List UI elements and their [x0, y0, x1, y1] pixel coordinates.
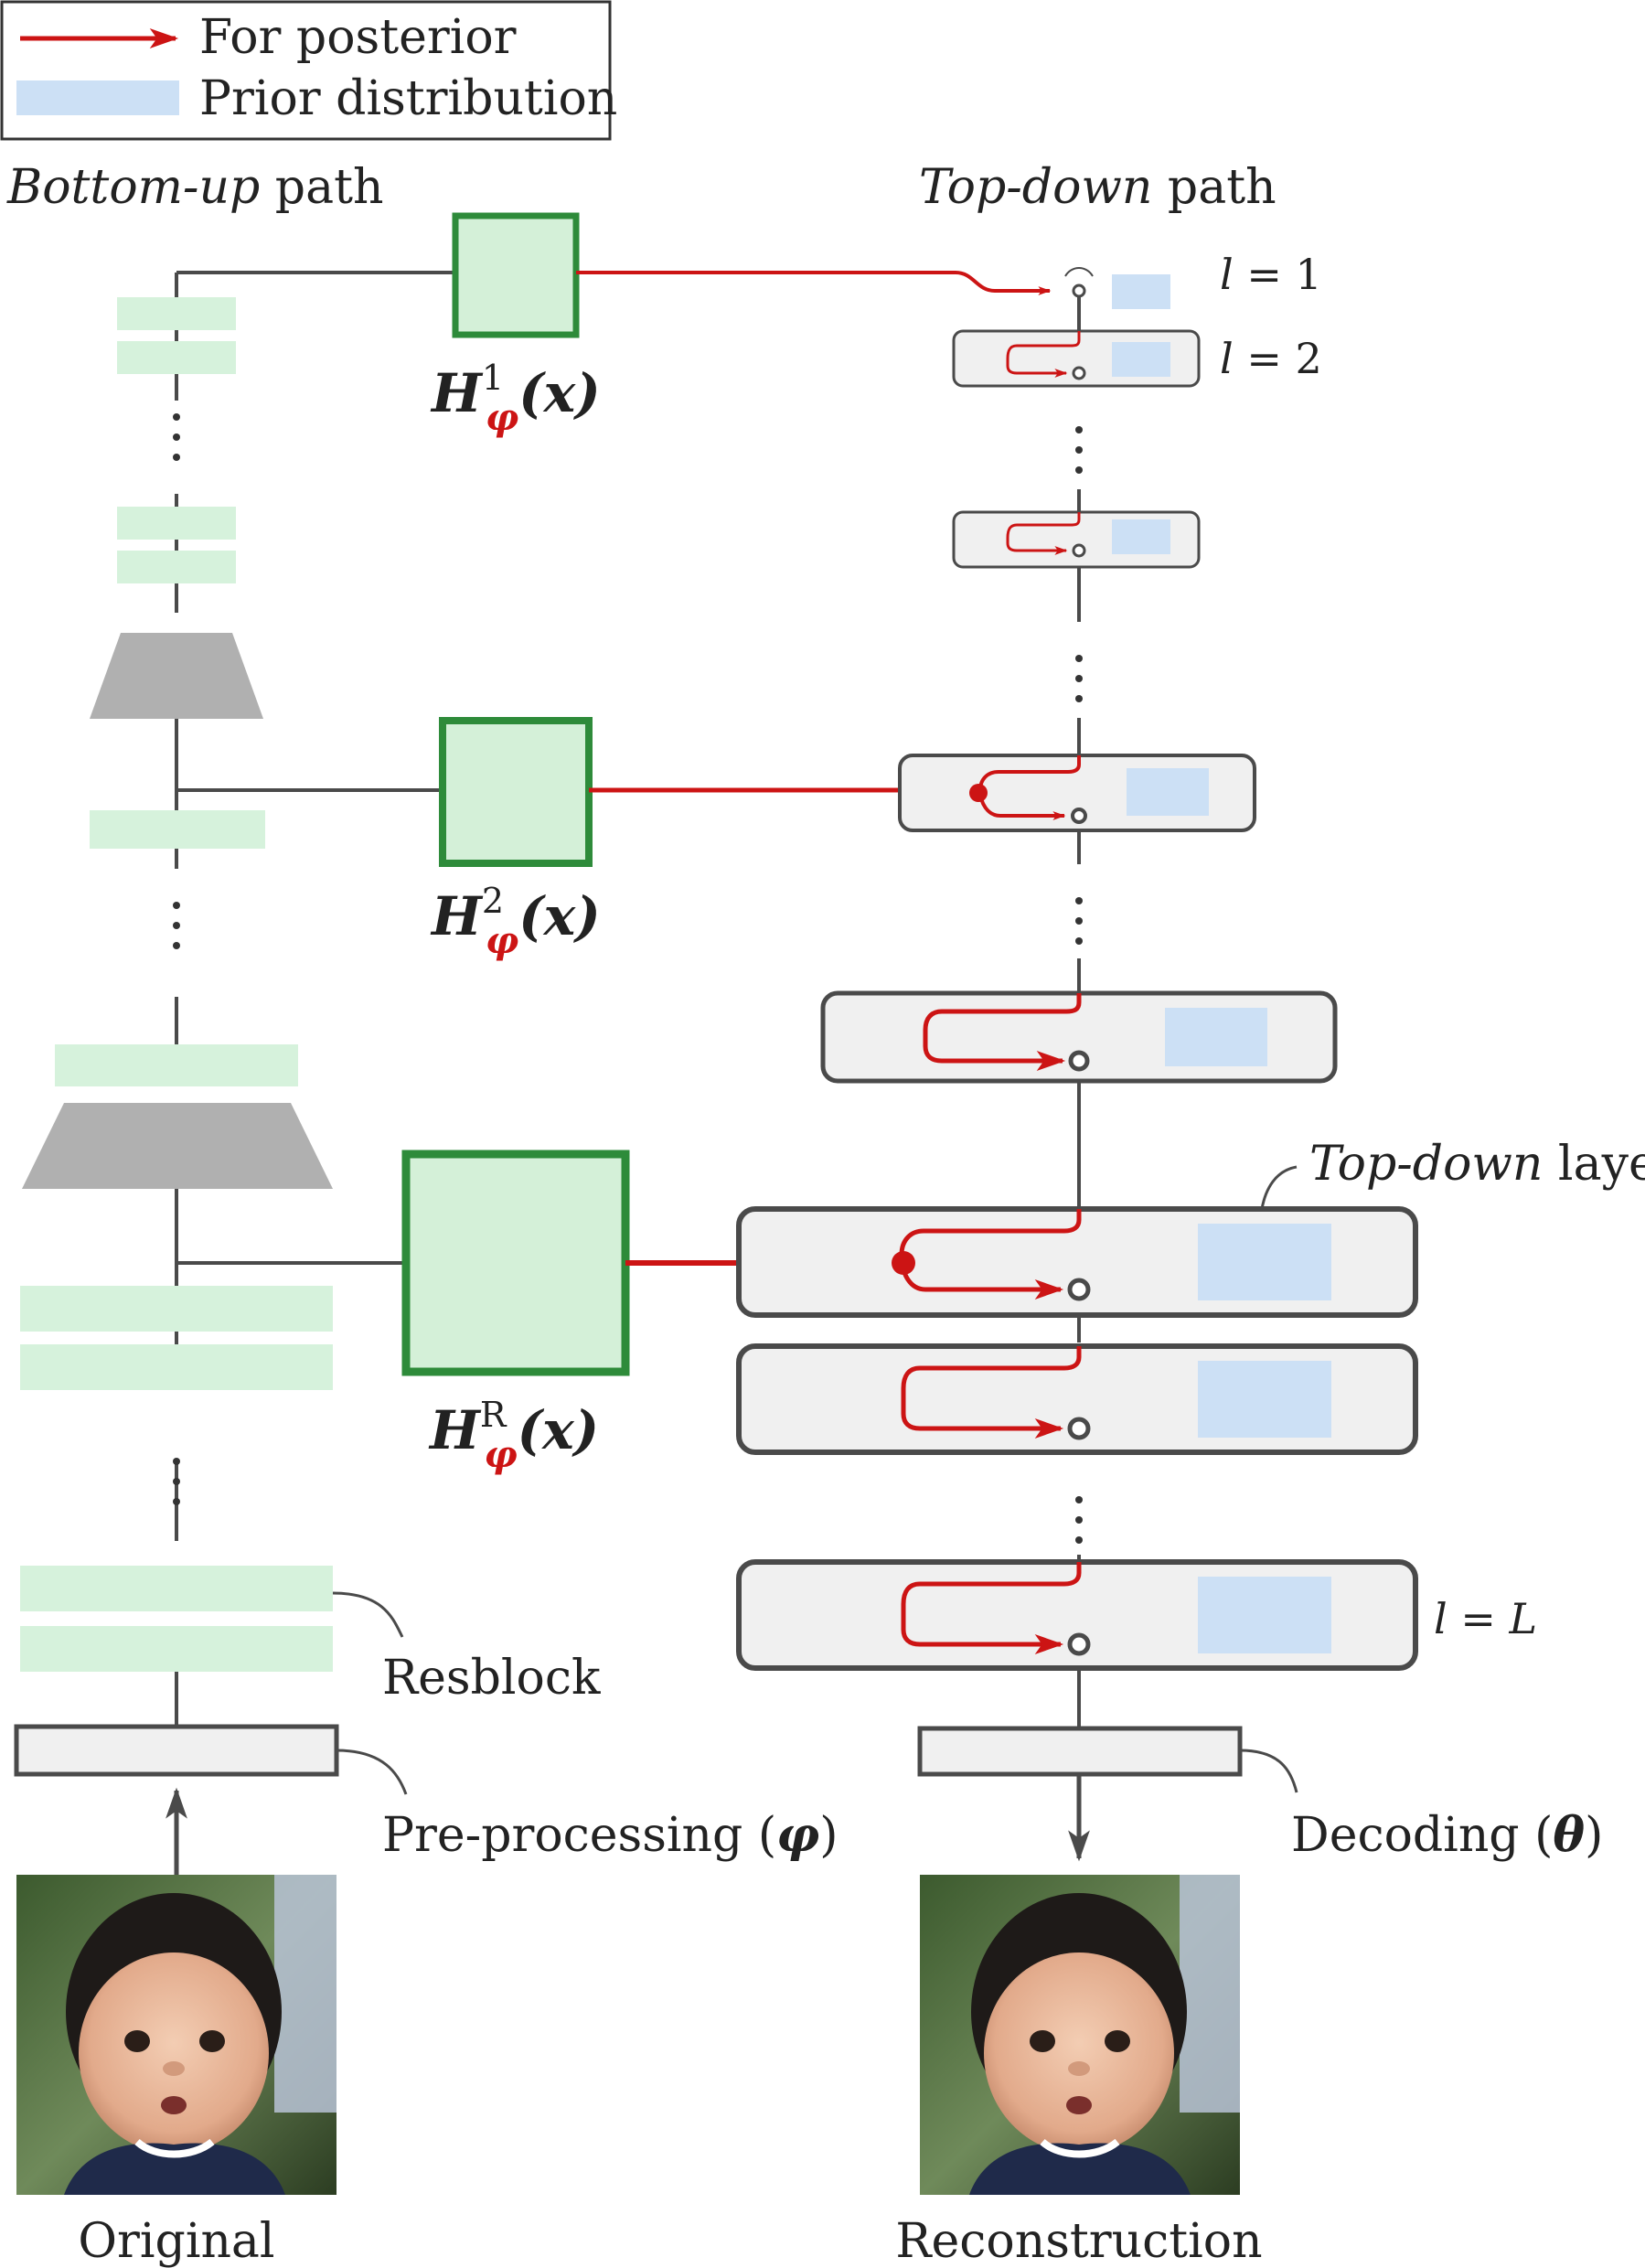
resblock [20, 1566, 333, 1611]
prior-swatch-icon [16, 80, 179, 115]
resblock [117, 297, 236, 330]
preprocessing-block [14, 1724, 339, 1777]
latent-node [1067, 1632, 1091, 1656]
ellipsis-dots [173, 413, 180, 1505]
resblock-label: Resblock [382, 1651, 601, 1706]
prior-block [1165, 1008, 1267, 1066]
resblock [20, 1286, 333, 1332]
merge-node [892, 1251, 915, 1275]
posterior-flow [901, 1346, 1082, 1439]
latent-node [1072, 284, 1086, 298]
latent-node [1067, 1417, 1091, 1440]
resblock [117, 507, 236, 540]
top-down-header: Top-down path [919, 160, 1276, 215]
resblock [20, 1626, 333, 1672]
topdown-layer-leader [1260, 1165, 1298, 1210]
latent-node [1068, 1050, 1090, 1072]
resblocks [20, 297, 333, 1672]
sample-arc-icon [1064, 267, 1094, 277]
prior-block [1127, 768, 1209, 816]
encoder-block-1 [452, 212, 580, 338]
topdown-layer-label: Top-down layer [1309, 1137, 1645, 1192]
layer-label-l2: l = 2 [1220, 334, 1322, 383]
merge-node [969, 784, 988, 802]
ellipsis-dots [1075, 426, 1083, 1544]
preprocessing-label: Pre-processing (φ) [382, 1807, 839, 1863]
resblock [90, 810, 265, 849]
resblock [117, 341, 236, 374]
posterior-flow [923, 993, 1082, 1071]
decoding-label: Decoding (θ) [1291, 1807, 1603, 1863]
reconstruction-caption: Reconstruction [895, 2214, 1262, 2268]
posterior-flow [1006, 512, 1081, 555]
legend: For posterior Prior distribution [0, 0, 617, 141]
layer-label-lL: l = L [1434, 1594, 1537, 1643]
encoder-block-r [401, 1150, 630, 1376]
resblock [20, 1344, 333, 1390]
downsample-trapezoid [22, 1103, 333, 1189]
latent-node [1067, 1278, 1091, 1301]
posterior-flow [977, 755, 1081, 820]
preprocessing-leader [336, 1749, 408, 1795]
original-photo [16, 1875, 336, 2195]
prior-block [1112, 519, 1170, 554]
legend-posterior-label: For posterior [199, 10, 517, 65]
resblock [117, 551, 236, 583]
posterior-flow [901, 1562, 1082, 1654]
bottom-up-path [175, 271, 453, 1727]
latent-node [1071, 808, 1087, 824]
resblock [55, 1044, 298, 1086]
top-down-path [736, 267, 1418, 1862]
downsample-trapezoid [90, 633, 263, 719]
encoder-block-2 [439, 717, 593, 867]
prior-block [1112, 342, 1170, 377]
bottom-up-header: Bottom-up path [6, 160, 384, 215]
prior-block [1198, 1577, 1331, 1653]
layer-label-l1: l = 1 [1220, 250, 1322, 299]
posterior-flow [1006, 331, 1081, 378]
decoding-block [917, 1726, 1243, 1777]
prior-block [1198, 1224, 1331, 1300]
legend-box [0, 0, 612, 141]
resblock-leader [332, 1591, 404, 1638]
reconstruction-photo [920, 1875, 1240, 2195]
prior-block [1198, 1361, 1331, 1438]
legend-prior-label: Prior distribution [199, 71, 617, 126]
posterior-flow [899, 1209, 1082, 1300]
prior-block [1112, 274, 1170, 309]
original-caption: Original [78, 2214, 274, 2268]
decoding-leader [1239, 1749, 1298, 1793]
latent-node [1072, 366, 1086, 380]
posterior-arrow-1 [576, 271, 1052, 295]
latent-node [1072, 543, 1086, 558]
